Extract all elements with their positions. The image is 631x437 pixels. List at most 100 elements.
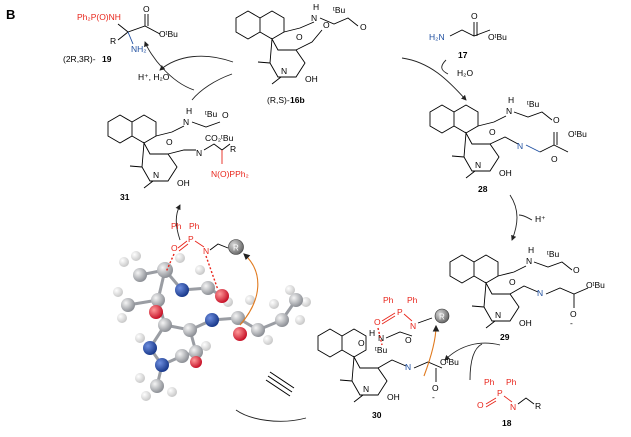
ts-attack-arrow [239,253,259,326]
c28-oh: OH [499,168,512,178]
c28-number: 28 [478,184,488,194]
c28-n: N [506,106,512,116]
c31-pyridine [141,141,178,182]
c30-nplus: N [363,384,369,394]
ts-ph1: Ph [171,221,182,231]
c19-nh2: NH₂ [131,44,147,54]
model-carbons [121,262,303,393]
c28-ester [539,132,569,153]
c30-o: O [405,335,412,345]
c29-imine [509,285,539,295]
c28-imine [489,136,519,145]
c17-o: O [471,11,478,21]
compound-18: Ph Ph P O N R 18 [477,377,541,428]
arrow-29-to-30 [444,342,501,361]
c30-h: H [369,328,375,338]
arrow-28-29: H⁺ [509,194,546,241]
c30-imine-ch [417,317,433,324]
c29-otbu: OᵗBu [586,280,605,290]
c18-r: R [535,401,541,411]
c30-r-sphere [434,308,450,324]
ts-n: N [203,246,209,256]
c29-amide [497,265,527,277]
c16b-aldehyde [295,29,323,51]
compound-16b: N OH O O N H ᵗBu O (R,S)- 16b [235,2,367,105]
c30-pn-n: N [410,321,416,331]
c29-n: N [526,256,532,266]
c19-carbonyl [144,14,149,26]
c30-tbu: ᵗBu [375,345,388,355]
c16b-oh: OH [305,74,318,84]
arrow-hplus-out [518,214,533,221]
c30-number: 30 [372,410,382,420]
model-oxygens [149,289,247,368]
c30-hbond [377,327,383,346]
c28-chain [513,111,553,121]
c30-pn-bond [403,313,413,322]
c17-otbu: OᵗBu [488,32,507,42]
c31-methyl [129,165,143,168]
c28-pyridine [463,131,500,172]
c30-ph1: Ph [383,295,394,305]
c30-chain [385,331,413,339]
c30-otbu: OᵗBu [440,357,459,367]
ts-r: R [233,244,239,253]
c16b-tbu: ᵗBu [333,5,346,15]
c19-backbone [117,23,161,35]
ts-o: O [171,243,178,253]
c16b-amide [283,21,315,33]
c30-minus: - [432,392,435,402]
c31-imine [167,149,196,155]
c29-number: 29 [500,332,510,342]
arrow-29-30 [444,342,501,381]
arrow-28-to-29 [509,194,518,241]
c18-po-bond [485,397,497,408]
c30-attack-arrow [423,324,440,377]
c30-p: P [397,307,403,317]
c30-naphthyl [317,328,367,358]
c29-chain [533,261,573,271]
arrow-16b-to-28 [401,57,467,101]
c29-methyl [471,305,485,308]
reagent-hplus: H⁺ [535,214,546,224]
arrow-19-curl [144,41,195,91]
c29-ester-o: O [570,309,577,319]
c31-imine-n: N [196,148,202,158]
c28-imine-n: N [517,141,523,151]
c28-h: H [508,95,514,105]
c28-nplus: N [475,160,481,170]
c28-o: O [553,115,560,125]
c30-ph2: Ph [407,295,418,305]
model-nitrogens [143,283,219,372]
c17-carbonyl [473,22,478,36]
ts-r-sphere [228,239,244,255]
c19-o: O [143,4,150,14]
arrow-left-2 [191,73,233,101]
c30-r: R [439,313,445,322]
arrow-17-in [441,59,449,75]
c31-oh: OH [177,178,190,188]
compound-31: N OH O N H ᵗBu O N CO₂ᵗBu R N(O)PPh₂ 31 [107,106,249,202]
c31-r: R [230,144,236,154]
compound-30: N OH O N H ᵗBu O N OᵗBu O - Ph Ph P O N … [317,295,459,420]
c16b-nmethyl [271,76,282,85]
c17-h2n: H₂N [429,32,445,42]
c16b-h: H [313,2,319,12]
c28-amide [477,115,507,127]
c29-tbu: ᵗBu [547,249,560,259]
c28-tbu: ᵗBu [527,99,540,109]
c18-o: O [477,400,484,410]
c31-chain [191,121,221,128]
ts-pn-bond [194,240,205,248]
c31-number: 31 [120,192,130,202]
c16b-chain [319,17,359,27]
c19-nh2-bond [127,31,134,45]
c30-po-o: O [374,317,381,327]
c31-nplus: N [153,170,159,180]
c18-n: N [510,402,516,412]
c19-prefix: (2R,3R)- [63,54,96,64]
c30-nmethyl [353,394,364,403]
c29-amide-o: O [509,277,516,287]
